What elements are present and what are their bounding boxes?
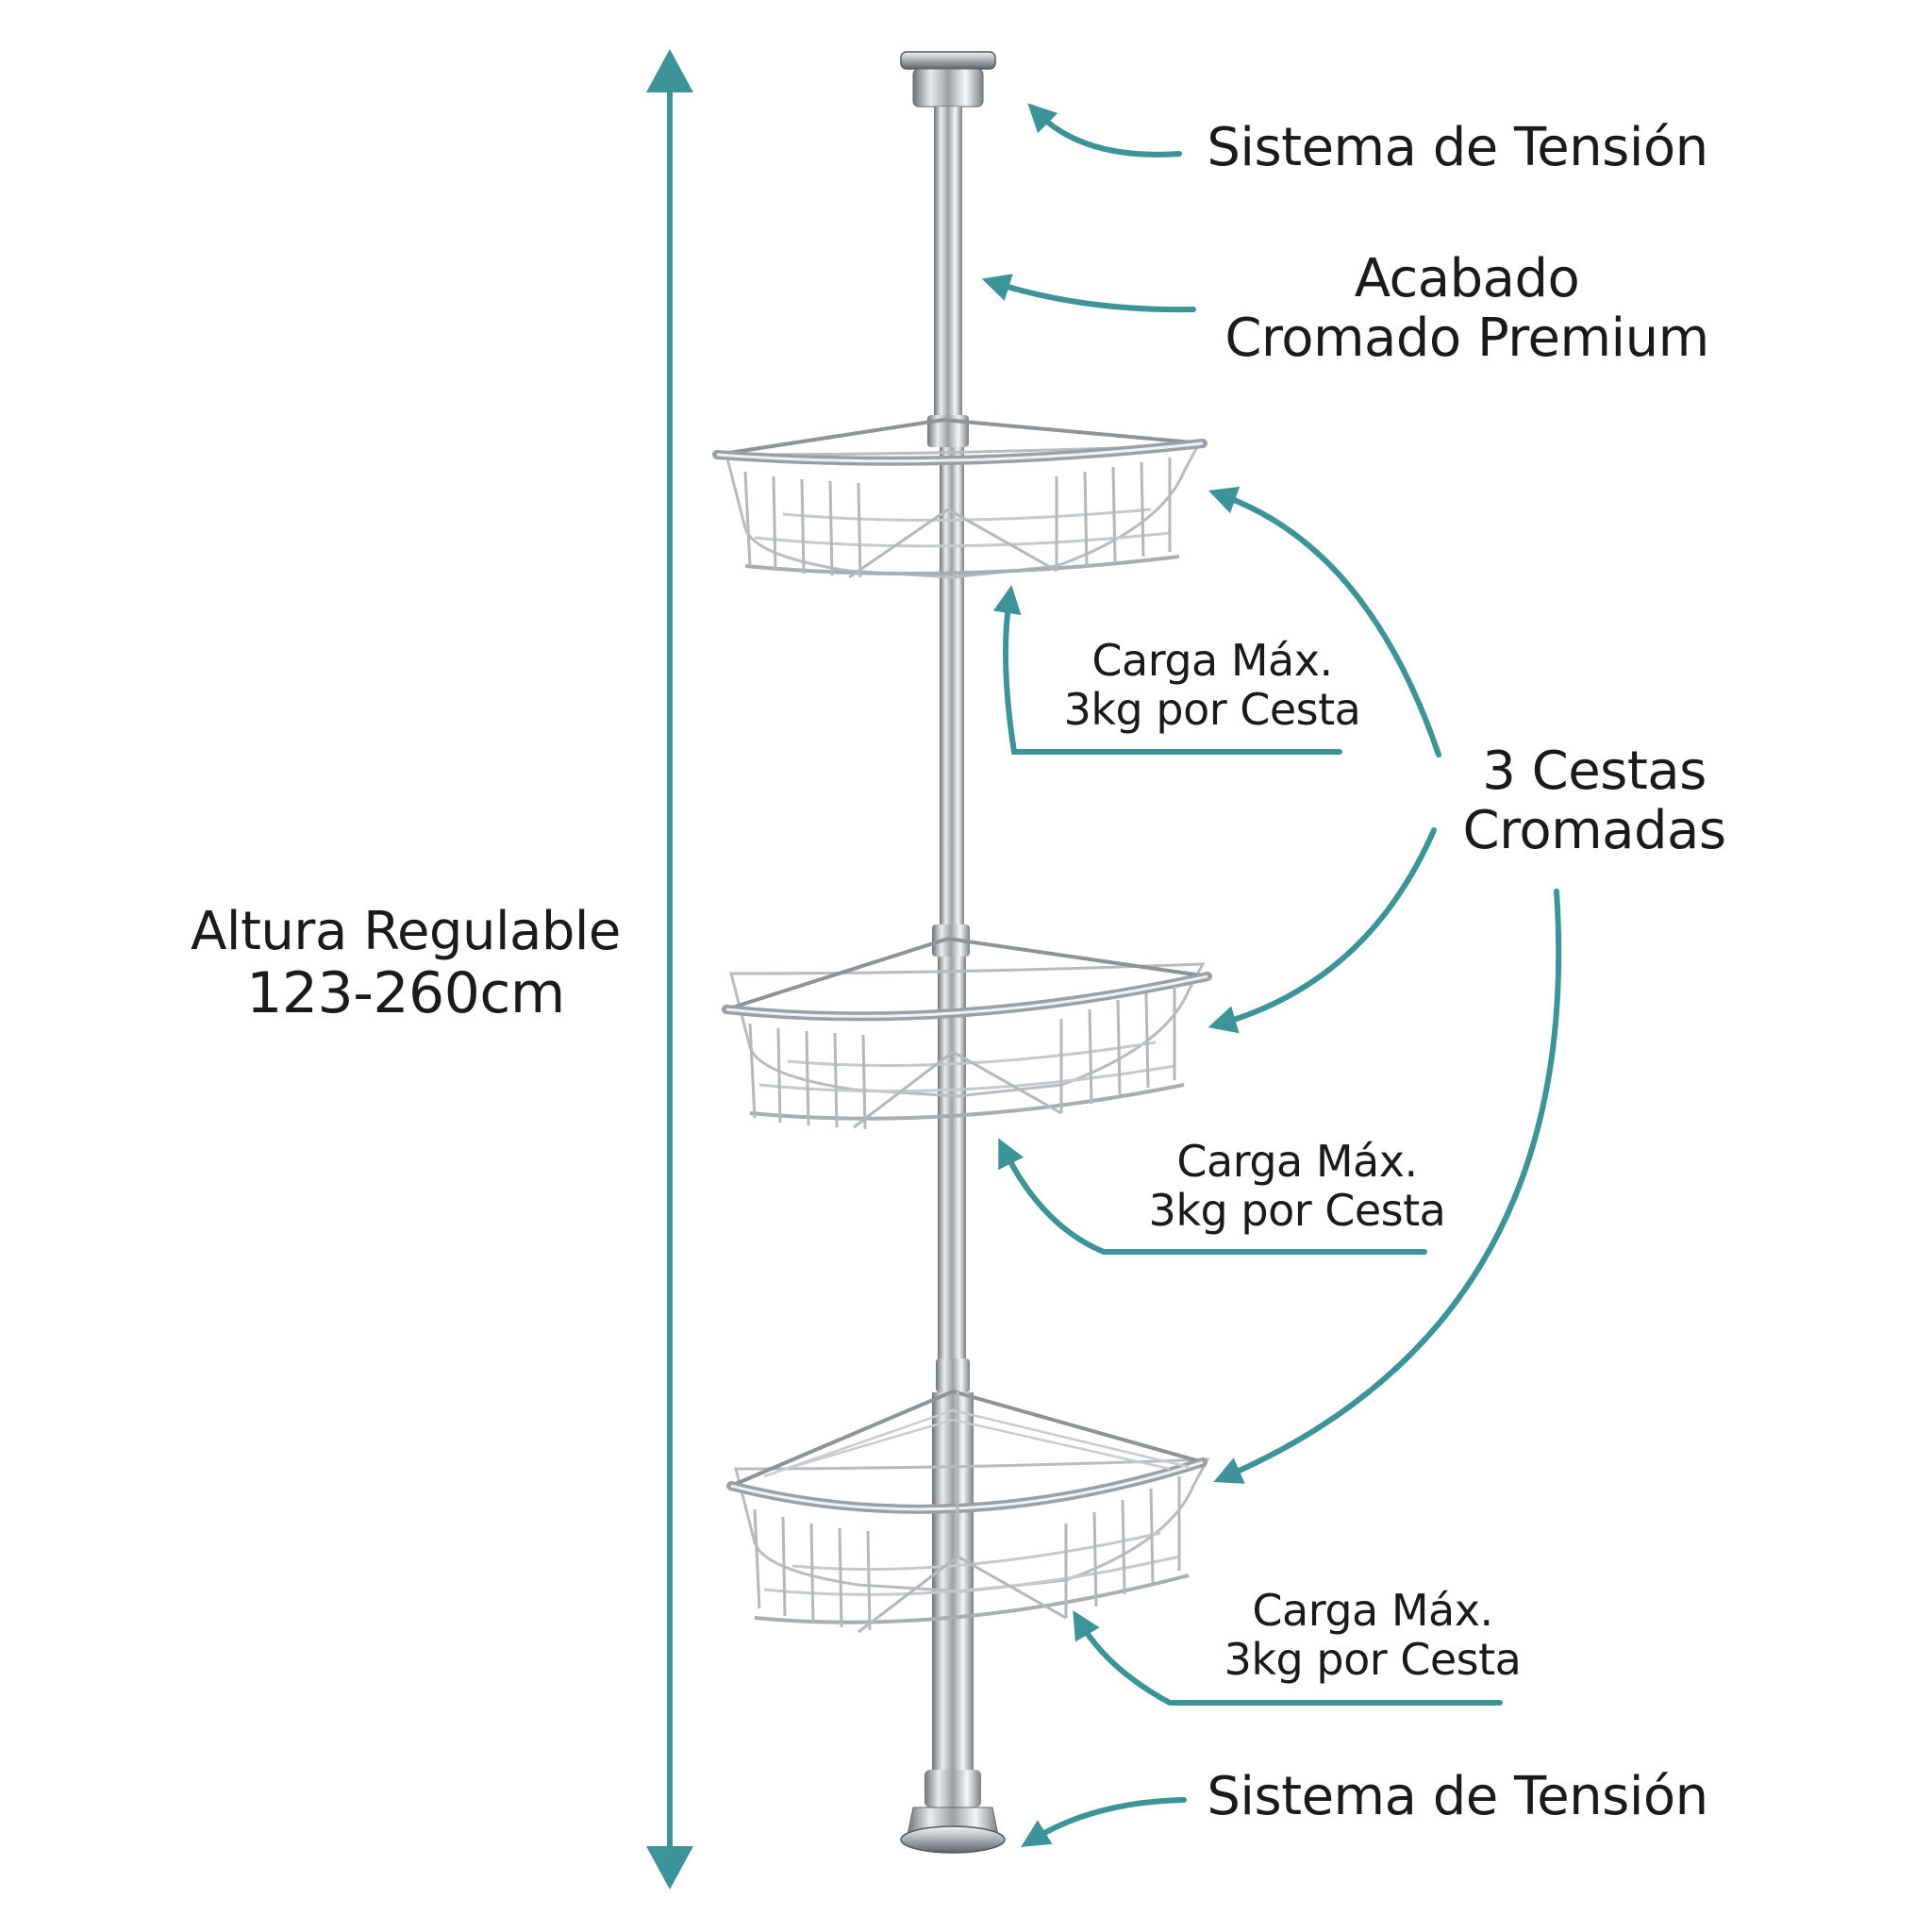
label-tension-system-bottom: Sistema de Tensión (1193, 1766, 1722, 1827)
arrow-tension-bottom (1021, 1797, 1187, 1847)
label-max-load-middle: Carga Máx. 3kg por Cesta (1085, 1136, 1509, 1236)
label-baskets-line2: Cromadas (1462, 799, 1726, 861)
label-load3-line2: 3kg por Cesta (1224, 1633, 1522, 1685)
label-height-line2: 123-260cm (246, 959, 565, 1026)
arrow-load-1 (992, 585, 1342, 755)
basket-top (712, 417, 1208, 579)
label-load1-line1: Carga Máx. (1091, 635, 1333, 686)
label-chrome-finish: Acabado Cromado Premium (1203, 248, 1731, 369)
basket-middle (722, 936, 1212, 1130)
height-dimension-arrow (646, 49, 693, 1890)
basket-bottom (726, 1389, 1210, 1634)
label-tension-top-text: Sistema de Tensión (1207, 117, 1708, 178)
arrow-load-3 (1073, 1610, 1503, 1706)
label-height-line1: Altura Regulable (191, 901, 621, 962)
arrow-tension-top (1027, 103, 1182, 158)
label-load1-line2: 3kg por Cesta (1063, 683, 1361, 735)
label-load2-line1: Carga Máx. (1176, 1136, 1418, 1187)
tension-pole (900, 51, 1006, 1854)
label-baskets-line1: 3 Cestas (1482, 741, 1707, 802)
arrow-baskets-top (1208, 486, 1441, 758)
arrow-load-2 (998, 1138, 1427, 1255)
label-load2-line2: 3kg por Cesta (1148, 1184, 1446, 1236)
label-finish-line1: Acabado (1354, 248, 1580, 309)
label-max-load-top: Carga Máx. 3kg por Cesta (1000, 635, 1424, 735)
arrow-finish (981, 274, 1196, 313)
label-finish-line2: Cromado Premium (1224, 307, 1709, 369)
label-adjustable-height: Altura Regulable 123-260cm (160, 901, 651, 1026)
label-max-load-bottom: Carga Máx. 3kg por Cesta (1160, 1585, 1585, 1685)
label-load3-line1: Carga Máx. (1252, 1585, 1493, 1636)
label-tension-system-top: Sistema de Tensión (1193, 117, 1722, 178)
arrow-baskets-middle (1208, 827, 1437, 1034)
arrow-baskets-bottom (1213, 889, 1562, 1484)
label-tension-bottom-text: Sistema de Tensión (1207, 1766, 1708, 1827)
label-chrome-baskets: 3 Cestas Cromadas (1415, 741, 1774, 861)
